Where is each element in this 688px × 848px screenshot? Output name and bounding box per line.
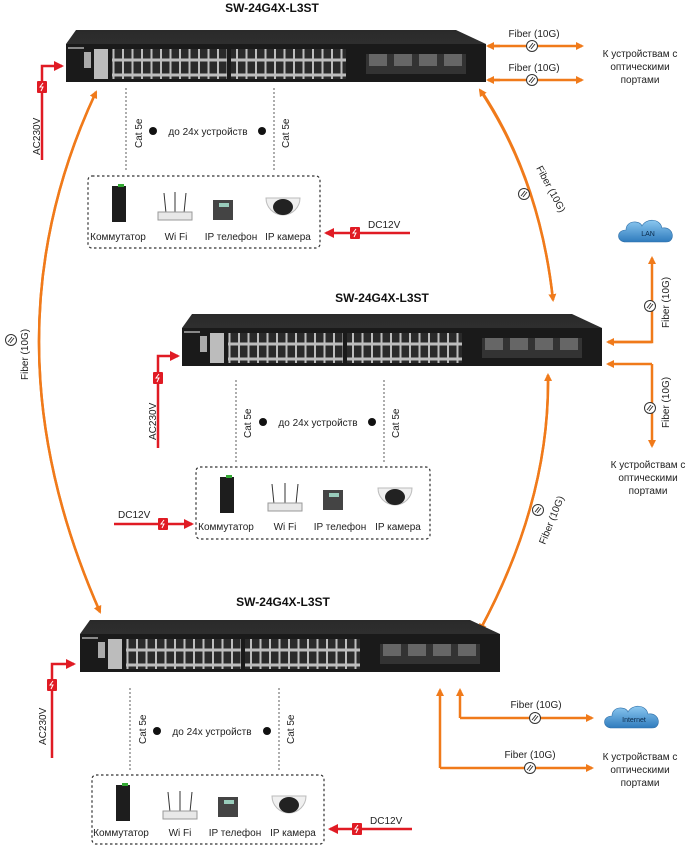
- dc-label: DC12V: [370, 816, 403, 827]
- switch-1-ac-power: AC230V: [32, 61, 64, 160]
- cat5e-label: Cat 5e: [134, 118, 145, 148]
- lan-cloud: LAN: [618, 219, 673, 243]
- device-label: Wi Fi: [274, 522, 297, 533]
- ac-label: AC230V: [32, 117, 43, 155]
- device-group-2: Коммутатор Wi Fi IP телефон IP камера: [195, 466, 431, 540]
- device-group-3-dc-power: DC12V: [328, 816, 412, 836]
- device-label: IP камера: [270, 828, 316, 839]
- industrial-switch-icon: [220, 475, 234, 513]
- wifi-router-icon: [162, 791, 198, 820]
- ip-phone-icon: [323, 490, 343, 510]
- device-label: Wi Fi: [165, 232, 188, 243]
- switch-3: SW-24G4X-L3ST: [80, 595, 500, 672]
- ip-phone-icon: [218, 797, 238, 817]
- dc-label: DC12V: [368, 220, 401, 231]
- cat5e-label: Cat 5e: [138, 714, 149, 744]
- device-label: Коммутатор: [198, 522, 254, 533]
- cat5e-label: Cat 5e: [286, 714, 297, 744]
- switch-1-cat5e: Cat 5e Cat 5e до 24х устройств: [125, 88, 292, 172]
- fiber-label: Fiber (10G): [20, 329, 31, 380]
- fiber-label: Fiber (10G): [504, 750, 555, 761]
- up-to-devices-label: до 24х устройств: [172, 727, 251, 738]
- up-to-devices-label: до 24х устройств: [168, 127, 247, 138]
- switch-2-device: [182, 314, 602, 366]
- switch-1-title: SW-24G4X-L3ST: [225, 1, 319, 15]
- switch-3-device: [80, 620, 500, 672]
- switch-3-ac-power: AC230V: [38, 659, 76, 758]
- switch-1-fiber-links: Fiber (10G) Fiber (10G) К устройствам с …: [486, 29, 678, 86]
- internet-cloud: Internet: [604, 705, 659, 729]
- device-group-1: Коммутатор Wi Fi IP телефон IP камера: [87, 175, 321, 249]
- fiber-label: Fiber (10G): [661, 377, 672, 428]
- device-label: Коммутатор: [90, 232, 146, 243]
- device-group-2-dc-power: DC12V: [114, 510, 194, 531]
- optical-targets-label: К устройствам с: [603, 49, 678, 60]
- optical-targets-label: портами: [621, 75, 660, 86]
- optical-targets-label: оптическими: [610, 62, 669, 73]
- device-label: IP телефон: [205, 231, 257, 243]
- optical-targets-label: портами: [629, 486, 668, 497]
- ip-camera-icon: [377, 487, 413, 506]
- device-label: IP телефон: [209, 827, 261, 839]
- device-label: IP камера: [375, 522, 421, 533]
- fiber-label: Fiber (10G): [508, 29, 559, 40]
- switch-1: SW-24G4X-L3ST: [66, 1, 486, 82]
- fiber-label: Fiber (10G): [538, 495, 567, 547]
- switch-2-ac-power: AC230V: [148, 351, 180, 448]
- switch-3-title: SW-24G4X-L3ST: [236, 595, 330, 609]
- industrial-switch-icon: [112, 184, 126, 222]
- fiber-label: Fiber (10G): [510, 700, 561, 711]
- device-label: Wi Fi: [169, 828, 192, 839]
- device-label: IP телефон: [314, 521, 366, 533]
- ip-camera-icon: [265, 197, 301, 216]
- switch-3-fiber-links: Fiber (10G) Internet Fiber (10G) К устро…: [436, 688, 678, 789]
- fiber-label: Fiber (10G): [533, 164, 567, 214]
- fiber-label: Fiber (10G): [661, 277, 672, 328]
- device-label: Коммутатор: [93, 828, 149, 839]
- switch-2-title: SW-24G4X-L3ST: [335, 291, 429, 305]
- cat5e-label: Cat 5e: [281, 118, 292, 148]
- ip-phone-icon: [213, 200, 233, 220]
- switch-1-device: [66, 30, 486, 82]
- wifi-router-icon: [157, 192, 193, 221]
- lan-label: LAN: [641, 231, 655, 238]
- ip-camera-icon: [271, 795, 307, 814]
- device-group-1-dc-power: DC12V: [324, 220, 410, 240]
- optical-targets-label: оптическими: [610, 765, 669, 776]
- wifi-router-icon: [267, 483, 303, 512]
- cat5e-label: Cat 5e: [391, 408, 402, 438]
- ac-label: AC230V: [148, 402, 159, 440]
- internet-label: Internet: [622, 717, 646, 724]
- optical-targets-label: К устройствам с: [611, 460, 686, 471]
- ac-label: AC230V: [38, 707, 49, 745]
- industrial-switch-icon: [116, 783, 130, 821]
- dc-label: DC12V: [118, 510, 151, 521]
- up-to-devices-label: до 24х устройств: [278, 418, 357, 429]
- switch-2: SW-24G4X-L3ST: [182, 291, 602, 366]
- fiber-label: Fiber (10G): [508, 63, 559, 74]
- cat5e-label: Cat 5e: [243, 408, 254, 438]
- optical-targets-label: К устройствам с: [603, 752, 678, 763]
- switch-3-cat5e: Cat 5e Cat 5e до 24х устройств: [129, 688, 297, 770]
- device-group-3: Коммутатор Wi Fi IP телефон IP камера: [91, 774, 325, 845]
- optical-targets-label: портами: [621, 778, 660, 789]
- switch-2-fiber-links: Fiber (10G) LAN Fiber (10G) К устройства…: [606, 219, 686, 497]
- device-label: IP камера: [265, 232, 311, 243]
- optical-targets-label: оптическими: [618, 473, 677, 484]
- switch-2-cat5e: Cat 5e Cat 5e до 24х устройств: [235, 380, 402, 462]
